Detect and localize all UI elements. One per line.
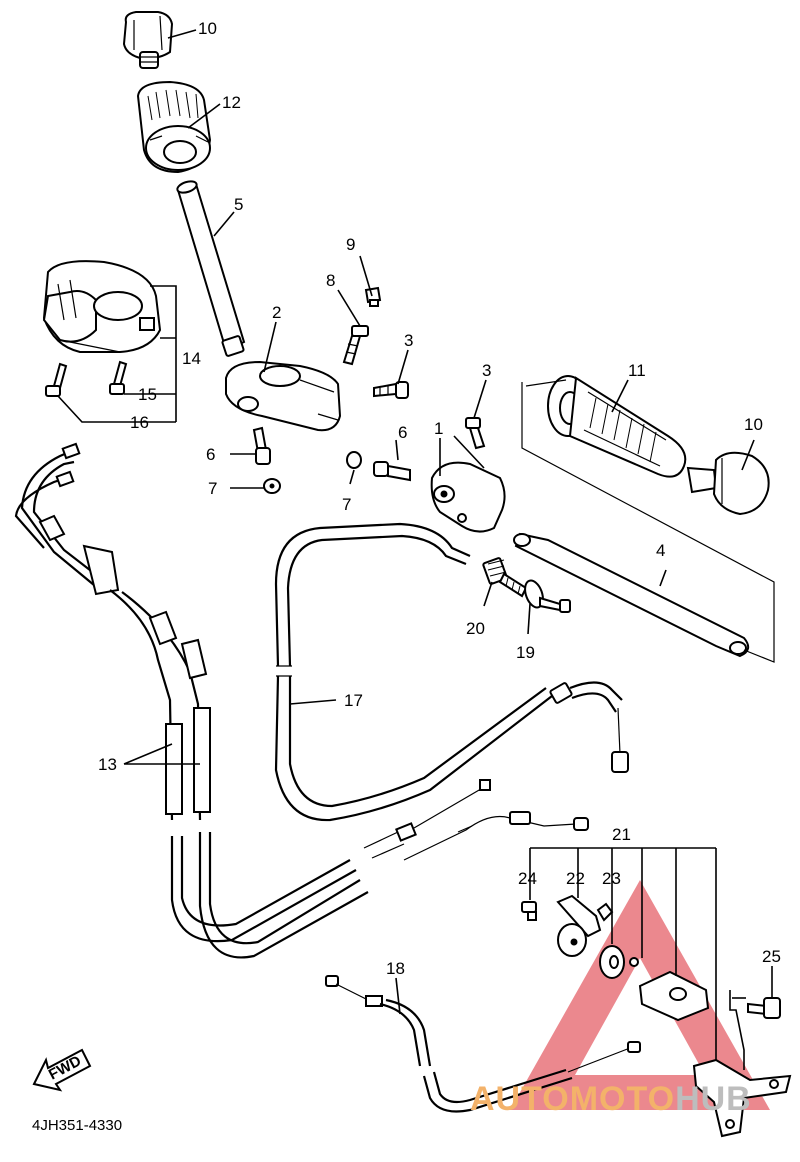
diagram-code: 4JH351-4330 [32, 1117, 122, 1134]
callout-20: 20 [466, 619, 485, 638]
part-8-screw [342, 325, 369, 366]
part-1-handlebar-switch-right [430, 461, 506, 533]
part-9-screw [364, 286, 382, 307]
callout-6-right: 6 [398, 423, 407, 442]
callout-15: 15 [138, 385, 157, 404]
part-5-handlebar-tube-left [176, 180, 246, 357]
callout-7-left: 7 [208, 479, 217, 498]
part-7-washer-left [263, 478, 281, 494]
part-6-screw-left [252, 426, 271, 465]
part-10-bar-end-weight-left [122, 11, 174, 69]
part-12-throttle-grip [136, 80, 212, 174]
part-3-screw-left [373, 381, 409, 399]
watermark-logo [510, 880, 770, 1110]
callout-9: 9 [346, 235, 355, 254]
callout-6-left: 6 [206, 445, 215, 464]
callout-23: 23 [602, 869, 621, 888]
callout-8: 8 [326, 271, 335, 290]
callout-24: 24 [518, 869, 537, 888]
callout-22: 22 [566, 869, 585, 888]
watermark-triangle [510, 880, 770, 1110]
part-22-choke-lever [556, 894, 614, 957]
callout-13: 13 [98, 755, 117, 774]
part-24-screw [521, 901, 537, 921]
part-2-throttle-cable-housing [225, 360, 342, 432]
callout-25: 25 [762, 947, 781, 966]
callout-11: 11 [628, 361, 646, 380]
part-20-cable-adjuster [482, 557, 528, 598]
part-4-handlebar-tube-right [513, 379, 775, 663]
part-16-switch-screw-long [45, 362, 68, 397]
part-10-bar-end-weight-right [686, 451, 770, 516]
callout-1: 1 [434, 419, 443, 438]
callout-17: 17 [344, 691, 363, 710]
part-14-handlebar-switch-left [42, 260, 162, 353]
part-17-clutch-cable [274, 522, 629, 822]
callout-21: 21 [612, 825, 631, 844]
part-13-throttle-cables [14, 442, 589, 959]
callout-12: 12 [222, 93, 241, 112]
callout-4: 4 [656, 541, 665, 560]
watermark-text-orange: AUTOMOTO [470, 1080, 675, 1118]
part-21-choke-lever-assembly [629, 957, 792, 1138]
callout-19: 19 [516, 643, 535, 662]
watermark-text: AUTOMOTOHUB [470, 1080, 752, 1118]
part-19-locknut [524, 579, 571, 613]
leader-lines [57, 29, 773, 1015]
fwd-arrow: FWD [32, 1048, 92, 1092]
part-18-choke-cable [325, 975, 641, 1113]
watermark-text-gray: HUB [675, 1080, 752, 1118]
callout-2: 2 [272, 303, 281, 322]
callout-18: 18 [386, 959, 405, 978]
part-23-washer [599, 945, 625, 979]
callout-labels: 10 12 5 9 8 2 3 3 11 10 14 15 16 6 6 1 7… [98, 19, 781, 978]
part-15-switch-screw [109, 360, 128, 395]
callout-7-right: 7 [342, 495, 351, 514]
part-3-screw-right [465, 417, 486, 450]
callout-10-right: 10 [744, 415, 763, 434]
part-25-bolt [747, 997, 781, 1019]
callout-16: 16 [130, 413, 149, 432]
callout-14: 14 [182, 349, 201, 368]
callout-5: 5 [234, 195, 243, 214]
part-7-washer-right [346, 451, 362, 469]
callout-10-top: 10 [198, 19, 217, 38]
part-6-screw-right [373, 461, 411, 482]
choke-group-leader-lines [529, 847, 746, 1070]
callout-3-left: 3 [404, 331, 413, 350]
part-11-grip-right [547, 375, 687, 478]
callout-3-right: 3 [482, 361, 491, 380]
